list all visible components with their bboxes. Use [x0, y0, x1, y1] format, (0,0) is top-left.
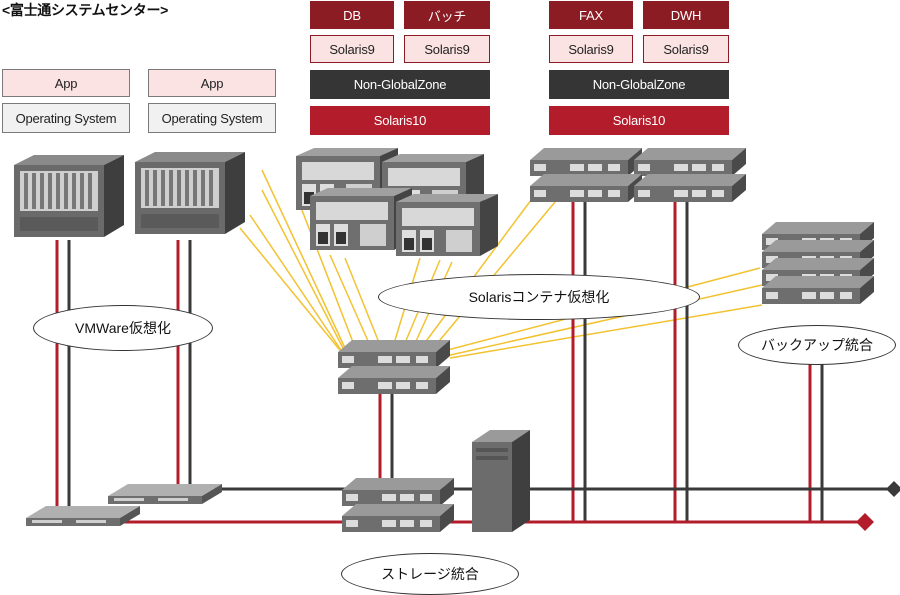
- backup-callout: バックアップ統合: [738, 325, 896, 365]
- app-db: DB: [310, 1, 394, 29]
- switch: [634, 174, 746, 202]
- network-appliance: [26, 506, 140, 526]
- global-os-solaris10: Solaris10: [549, 106, 729, 135]
- app-batch: バッチ: [404, 1, 490, 29]
- power-and-data-feeds: [55, 200, 824, 522]
- san-switch: [338, 366, 450, 394]
- os-box-1: Operating System: [2, 103, 130, 133]
- non-global-zone: Non-GlobalZone: [310, 70, 490, 99]
- zone-solaris9: Solaris9: [404, 35, 490, 63]
- storage-unit: [342, 478, 454, 506]
- app-fax: FAX: [549, 1, 633, 29]
- backup-device: [762, 276, 874, 304]
- blade-server: [14, 155, 124, 237]
- solaris-container-callout: Solarisコンテナ仮想化: [378, 274, 700, 320]
- zone-solaris9: Solaris9: [549, 35, 633, 63]
- app-box-1: App: [2, 69, 130, 97]
- non-global-zone: Non-GlobalZone: [549, 70, 729, 99]
- san-switch: [338, 340, 450, 368]
- zone-solaris9: Solaris9: [643, 35, 729, 63]
- solaris-server: [396, 194, 498, 256]
- app-box-2: App: [148, 69, 276, 97]
- page-title: <富士通システムセンター>: [2, 2, 169, 18]
- os-box-2: Operating System: [148, 103, 276, 133]
- storage-tower: [472, 430, 530, 532]
- network-appliance: [108, 484, 222, 504]
- storage-unit: [342, 504, 454, 532]
- fiber-links: [239, 169, 763, 361]
- switch: [530, 148, 642, 176]
- vmware-callout: VMWare仮想化: [33, 305, 213, 351]
- storage-callout: ストレージ統合: [341, 553, 519, 595]
- app-dwh: DWH: [643, 1, 729, 29]
- blade-server: [135, 152, 245, 234]
- backbone-red-end: [856, 513, 874, 531]
- zone-solaris9: Solaris9: [310, 35, 394, 63]
- switch: [634, 148, 746, 176]
- backbone-dark-end: [886, 481, 900, 497]
- switch: [530, 174, 642, 202]
- global-os-solaris10: Solaris10: [310, 106, 490, 135]
